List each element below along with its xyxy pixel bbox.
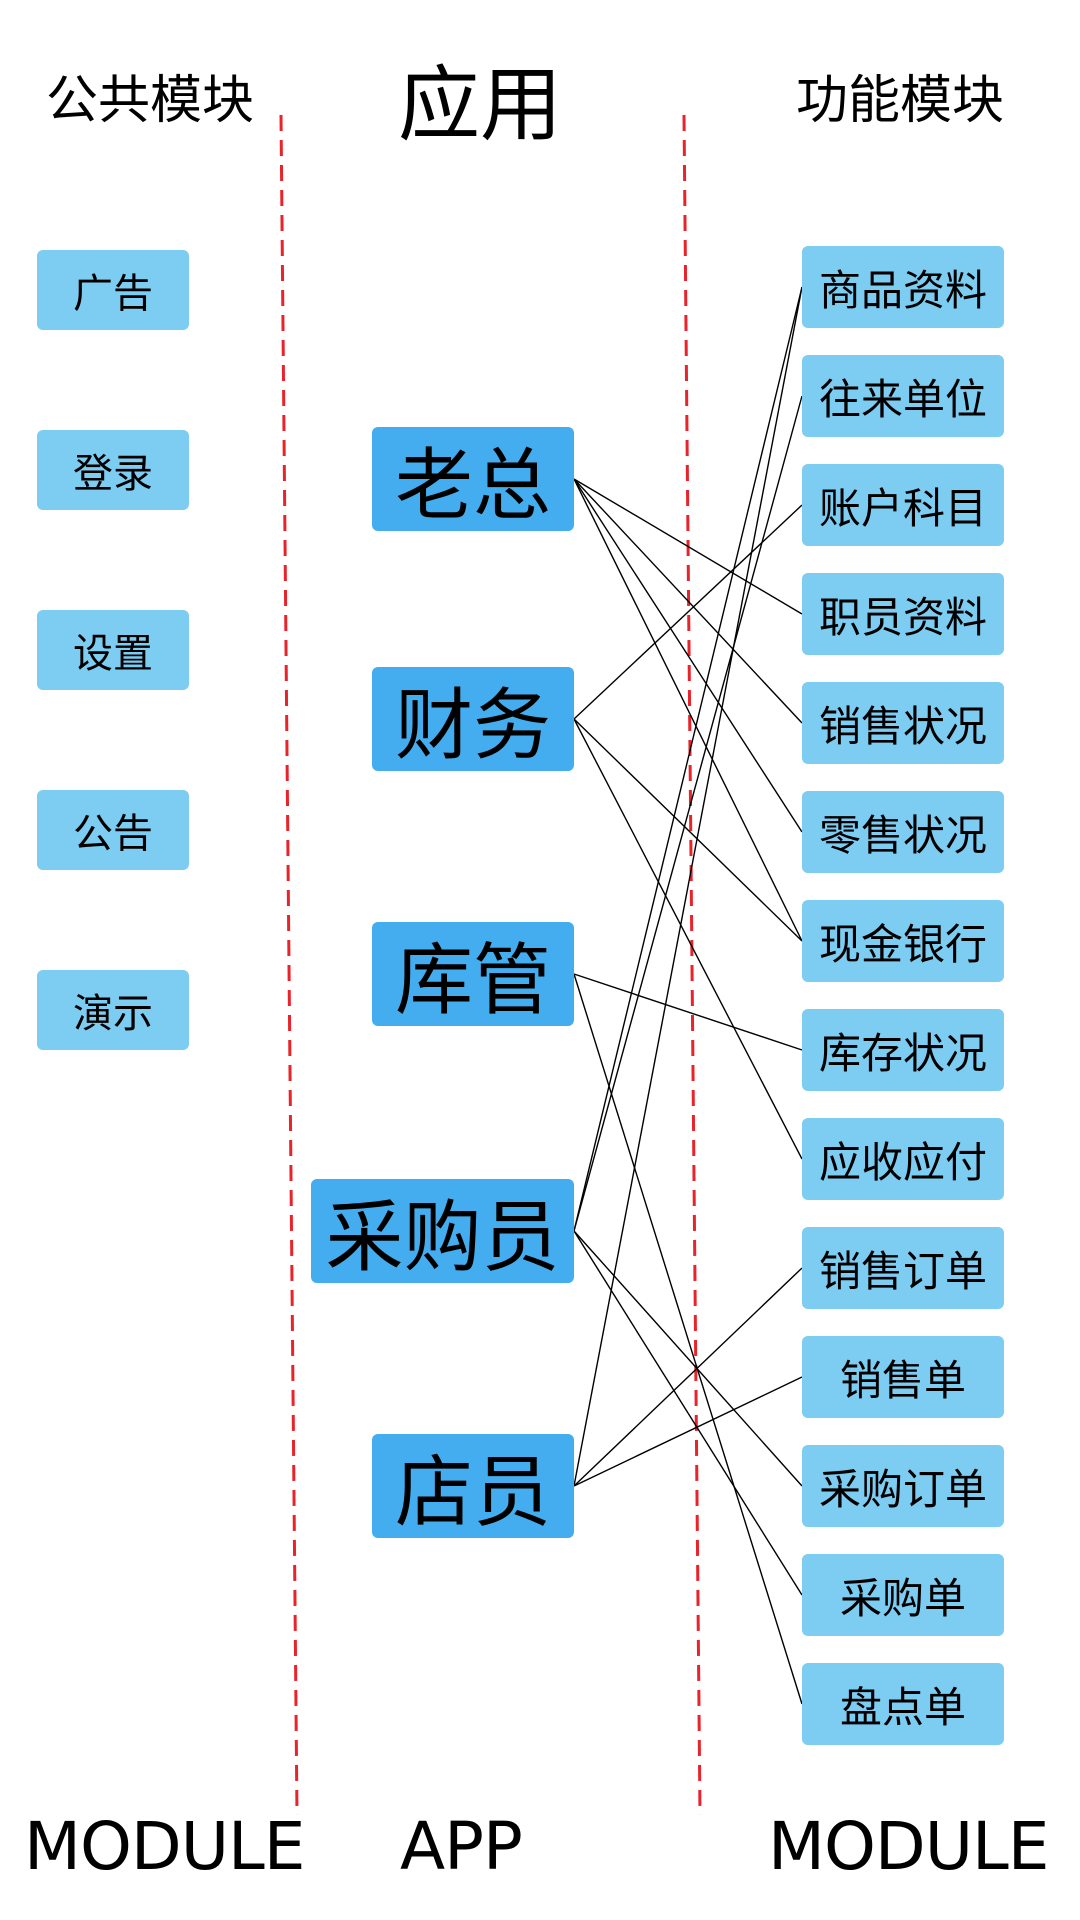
function-module-box[interactable]: 现金银行 xyxy=(802,900,1004,982)
function-module-box[interactable]: 库存状况 xyxy=(802,1009,1004,1091)
connector-line xyxy=(573,1230,803,1487)
function-module-box[interactable]: 零售状况 xyxy=(802,791,1004,873)
function-module-box[interactable]: 商品资料 xyxy=(802,246,1004,328)
function-module-box[interactable]: 销售状况 xyxy=(802,682,1004,764)
app-box[interactable]: 财务 xyxy=(372,667,574,771)
connector-line xyxy=(573,478,803,724)
connector-line xyxy=(573,478,803,942)
connector-line xyxy=(573,395,803,1232)
connector-line xyxy=(573,286,803,1232)
connector-line xyxy=(573,1267,803,1487)
connector-line xyxy=(573,504,803,720)
app-box[interactable]: 店员 xyxy=(372,1434,574,1538)
left-module-footer: MODULE xyxy=(24,1808,305,1885)
public-module-box[interactable]: 演示 xyxy=(37,970,189,1050)
right-divider-line xyxy=(682,114,702,1816)
function-module-box[interactable]: 应收应付 xyxy=(802,1118,1004,1200)
app-footer: APP xyxy=(400,1808,523,1885)
right-module-footer: MODULE xyxy=(768,1808,1049,1885)
function-module-box[interactable]: 职员资料 xyxy=(802,573,1004,655)
public-module-box[interactable]: 公告 xyxy=(37,790,189,870)
function-module-box[interactable]: 账户科目 xyxy=(802,464,1004,546)
app-box[interactable]: 老总 xyxy=(372,427,574,531)
connector-line xyxy=(573,718,803,1160)
connector-line xyxy=(573,973,803,1051)
connector-line xyxy=(573,973,803,1705)
function-module-box[interactable]: 往来单位 xyxy=(802,355,1004,437)
public-module-box[interactable]: 广告 xyxy=(37,250,189,330)
app-box[interactable]: 采购员 xyxy=(311,1179,574,1283)
function-module-box[interactable]: 销售订单 xyxy=(802,1227,1004,1309)
public-modules-heading: 公共模块 xyxy=(45,71,254,131)
function-module-box[interactable]: 采购订单 xyxy=(802,1445,1004,1527)
connector-line xyxy=(573,478,803,833)
connector-line xyxy=(573,718,803,942)
apps-heading: 应用 xyxy=(397,58,562,153)
function-modules-heading: 功能模块 xyxy=(795,71,1004,131)
public-module-box[interactable]: 登录 xyxy=(37,430,189,510)
connector-line xyxy=(573,286,803,1487)
connector-line xyxy=(573,478,803,615)
connector-lines xyxy=(573,286,803,1705)
function-module-box[interactable]: 销售单 xyxy=(802,1336,1004,1418)
app-box[interactable]: 库管 xyxy=(372,922,574,1026)
connector-line xyxy=(573,1230,803,1596)
function-module-box[interactable]: 采购单 xyxy=(802,1554,1004,1636)
public-module-box[interactable]: 设置 xyxy=(37,610,189,690)
function-module-box[interactable]: 盘点单 xyxy=(802,1663,1004,1745)
connector-line xyxy=(573,1376,803,1487)
left-divider-line xyxy=(279,114,299,1816)
